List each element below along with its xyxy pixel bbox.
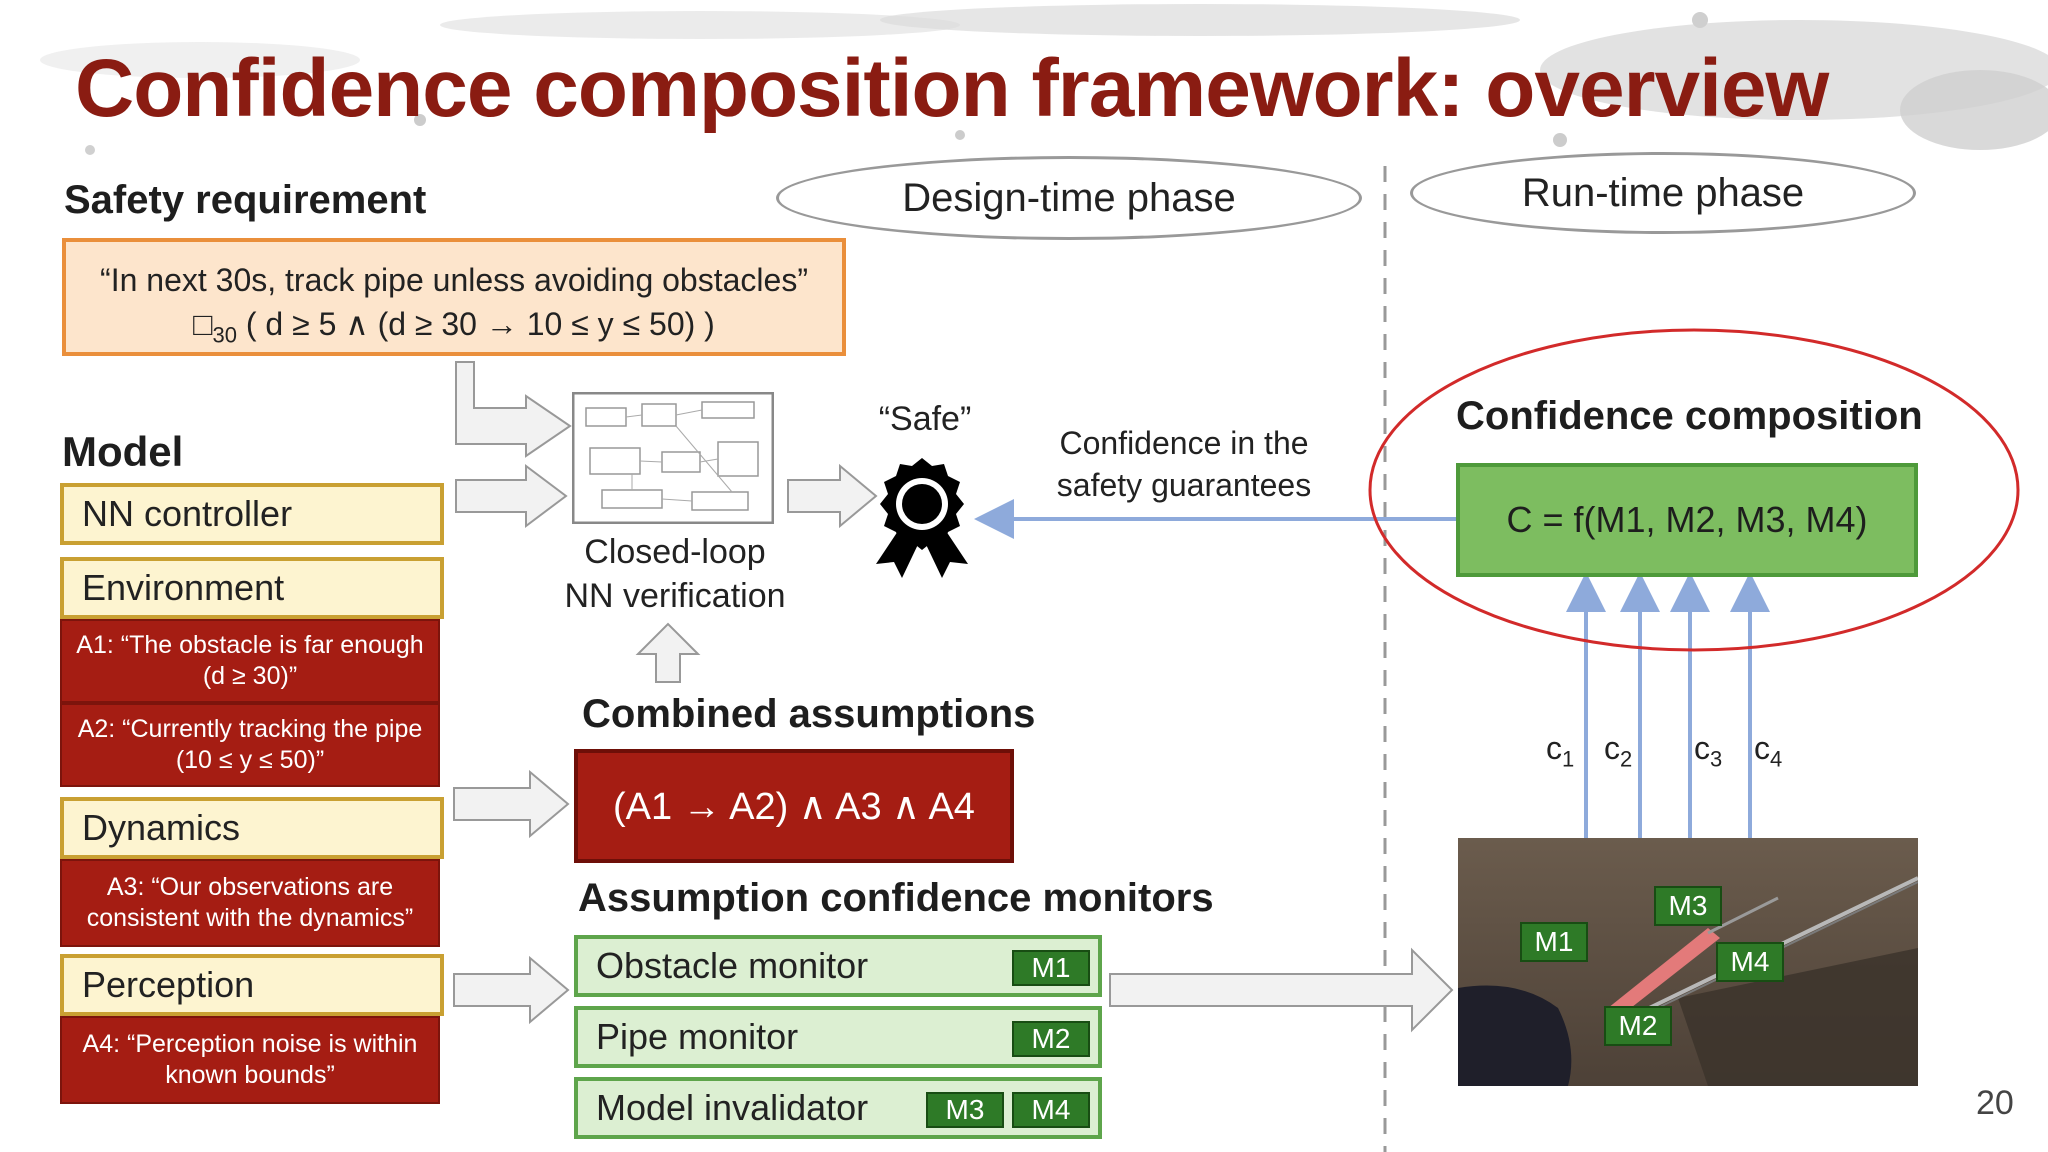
obstacle-monitor-box: Obstacle monitor M1: [574, 935, 1102, 997]
m3-tag: M3: [926, 1092, 1004, 1128]
safety-requirement-heading: Safety requirement: [64, 178, 427, 222]
perception-box: Perception: [60, 954, 444, 1016]
requirement-formula: □30 ( d ≥ 5 ∧ (d ≥ 30 → 10 ≤ y ≤ 50) ): [66, 305, 842, 348]
confidence-label-line1: Confidence in the: [1059, 425, 1309, 461]
assumption-a2: A2: “Currently tracking the pipe (10 ≤ y…: [60, 703, 440, 787]
verification-label-line2: NN verification: [564, 577, 786, 615]
monitors-output-arrow: [1109, 947, 1454, 1033]
verification-diagram-icon: [572, 392, 774, 524]
assumptions-arrow: [453, 769, 570, 839]
run-time-phase-label: Run-time phase: [1410, 152, 1916, 234]
confidence-composition-heading: Confidence composition: [1456, 394, 1923, 438]
scene-m1-tag: M1: [1520, 922, 1588, 962]
design-time-phase-label: Design-time phase: [776, 156, 1362, 240]
composition-highlight-ellipse: [1368, 328, 2020, 652]
scene-m3-tag: M3: [1654, 886, 1722, 926]
always-subscript: 30: [212, 322, 237, 348]
m4-tag: M4: [1012, 1092, 1090, 1128]
requirement-arrow: [455, 361, 572, 458]
c2-label: c2: [1604, 730, 1632, 772]
c4-subscript: 4: [1770, 746, 1783, 772]
assumption-a3: A3: “Our observations are consistent wit…: [60, 859, 440, 947]
confidence-label-line2: safety guarantees: [1056, 467, 1312, 503]
always-operator: □: [193, 306, 213, 342]
verification-output-arrow: [787, 463, 878, 529]
model-heading: Model: [62, 428, 184, 475]
c1-subscript: 1: [1562, 746, 1575, 772]
c4-letter: c: [1754, 730, 1770, 766]
dynamics-box: Dynamics: [60, 797, 444, 859]
c4-label: c4: [1754, 730, 1782, 772]
scene-m2-tag: M2: [1604, 1006, 1672, 1046]
header-splatter-decoration: [0, 0, 2048, 180]
slide-title: Confidence composition framework: overvi…: [75, 43, 1829, 134]
safe-label: “Safe”: [878, 400, 972, 438]
environment-box: Environment: [60, 557, 444, 619]
verification-label: Closed-loop NN verification: [520, 530, 830, 618]
obstacle-monitor-label: Obstacle monitor: [596, 945, 869, 986]
monitors-heading: Assumption confidence monitors: [578, 876, 1214, 920]
c2-letter: c: [1604, 730, 1620, 766]
monitors-input-arrow: [453, 955, 570, 1025]
c1-letter: c: [1546, 730, 1562, 766]
verification-label-line1: Closed-loop: [584, 533, 766, 571]
combined-up-arrow: [635, 622, 701, 683]
underwater-scene-image: M1 M2 M3 M4: [1458, 838, 1918, 1086]
assumption-a1: A1: “The obstacle is far enough (d ≥ 30)…: [60, 619, 440, 703]
m1-tag: M1: [1012, 950, 1090, 986]
requirement-text: “In next 30s, track pipe unless avoiding…: [100, 262, 808, 298]
c3-subscript: 3: [1710, 746, 1723, 772]
pipe-monitor-box: Pipe monitor M2: [574, 1006, 1102, 1068]
scene-m4-tag: M4: [1716, 942, 1784, 982]
c1-label: c1: [1546, 730, 1574, 772]
composition-formula-box: C = f(M1, M2, M3, M4): [1456, 463, 1918, 577]
requirement-formula-body: ( d ≥ 5 ∧ (d ≥ 30 → 10 ≤ y ≤ 50) ): [236, 306, 715, 342]
combined-assumptions-box: (A1 → A2) ∧ A3 ∧ A4: [574, 749, 1014, 863]
pipe-monitor-label: Pipe monitor: [596, 1016, 799, 1057]
model-invalidator-box: Model invalidator M3 M4: [574, 1077, 1102, 1139]
c3-letter: c: [1694, 730, 1710, 766]
safety-requirement-box: “In next 30s, track pipe unless avoiding…: [62, 238, 846, 356]
combined-assumptions-heading: Combined assumptions: [582, 692, 1036, 736]
model-invalidator-label: Model invalidator: [596, 1087, 869, 1128]
confidence-in-guarantees-label: Confidence in the safety guarantees: [1024, 422, 1344, 506]
page-number: 20: [1976, 1084, 2014, 1122]
assumption-a4: A4: “Perception noise is within known bo…: [60, 1016, 440, 1104]
nn-controller-box: NN controller: [60, 483, 444, 545]
c2-subscript: 2: [1620, 746, 1633, 772]
scene-render: [1458, 838, 1918, 1086]
m2-tag: M2: [1012, 1021, 1090, 1057]
c3-label: c3: [1694, 730, 1722, 772]
controller-arrow: [455, 464, 568, 528]
award-badge-icon: [876, 458, 968, 578]
